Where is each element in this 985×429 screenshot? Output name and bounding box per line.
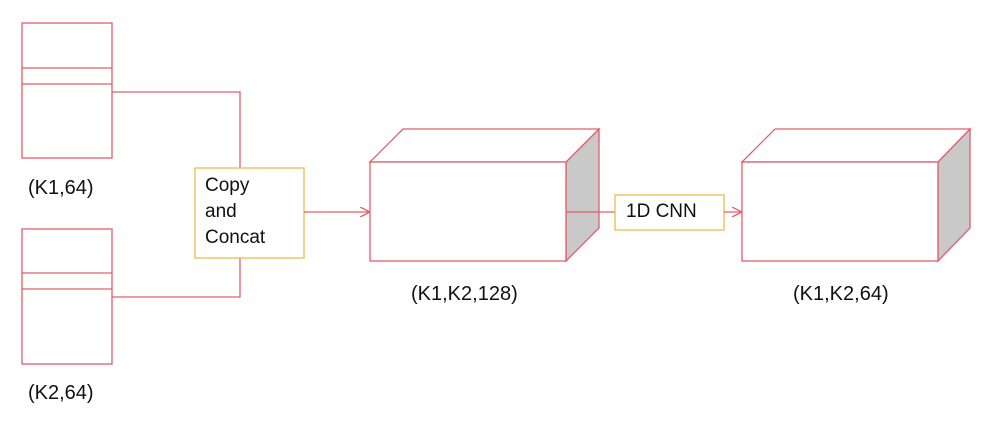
concat-line-2: and: [205, 201, 237, 222]
input-matrix-k2: [21, 228, 113, 365]
concat-line-1: Copy: [205, 175, 250, 196]
tensor-label-2: (K1,K2,64): [793, 283, 889, 305]
input-connectors: [112, 91, 241, 298]
concat-box-text: Copy and Concat: [205, 173, 265, 251]
concat-box: [194, 167, 305, 259]
input-label-k1: (K1,64): [28, 177, 94, 199]
tensor-label-1: (K1,K2,128): [411, 283, 518, 305]
cnn-box: [614, 194, 725, 231]
concat-line-3: Concat: [205, 227, 266, 248]
input-label-k2: (K2,64): [28, 382, 94, 404]
tensor-cuboid-1: [368, 127, 601, 263]
tensor-cuboid-2: [740, 127, 972, 263]
input-matrix-k1: [21, 22, 113, 159]
cnn-box-text: 1D CNN: [626, 201, 697, 222]
